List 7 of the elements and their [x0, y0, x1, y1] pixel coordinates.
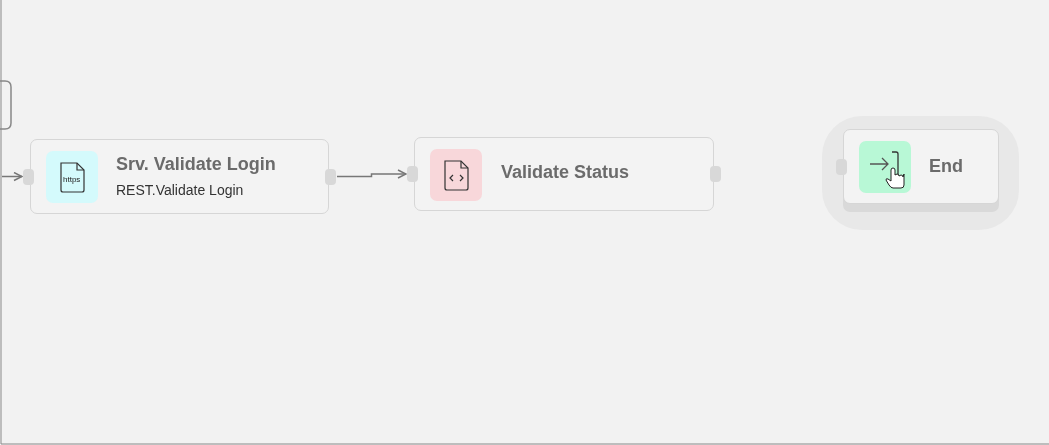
arrow — [336, 169, 407, 179]
arrow — [1, 171, 23, 182]
node-title: Validate Status — [501, 162, 630, 183]
node-subtitle: REST.Validate Login — [116, 182, 244, 198]
node-title: Srv. Validate Login — [116, 154, 276, 175]
node-title: End — [929, 156, 963, 177]
icon-caption: https — [63, 175, 81, 184]
